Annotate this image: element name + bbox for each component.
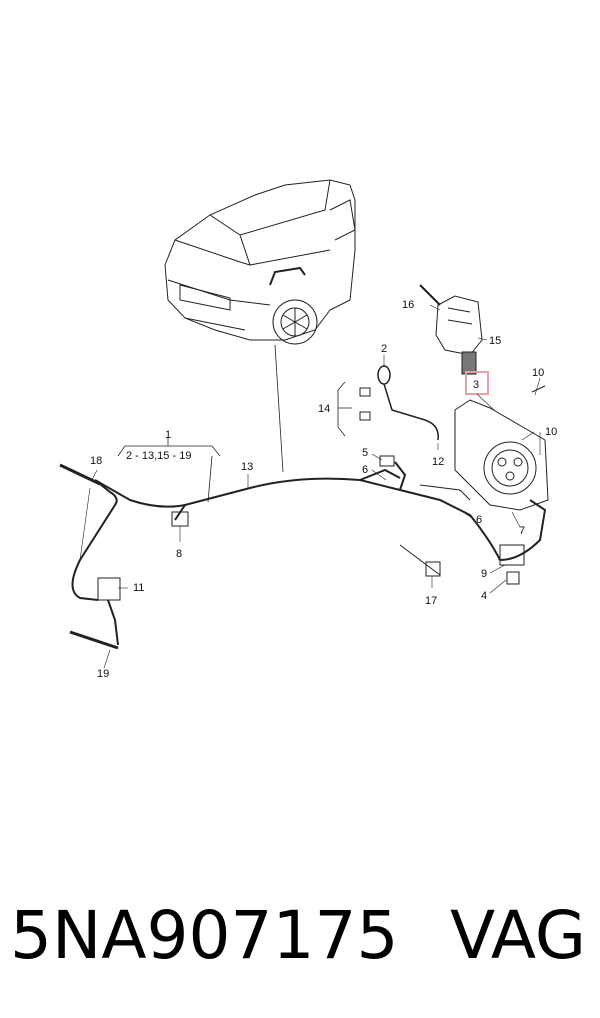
range-bracket: [117, 438, 221, 503]
callout-4: 4: [481, 590, 487, 602]
callout-8: 8: [176, 548, 182, 560]
callout-6b: 6: [476, 514, 482, 526]
callout-10a: 10: [532, 367, 544, 379]
callout-3: 3: [473, 379, 479, 391]
group-14-bracket: [337, 381, 352, 437]
callout-10b: 10: [545, 426, 557, 438]
callouts: 1 2 - 13,15 - 19 2 3 4 5 6 6 7 8 9 10 10…: [90, 299, 557, 680]
caption: 5NA907175 VAG: [0, 890, 600, 980]
car-illustration: [164, 179, 356, 345]
callout-15: 15: [489, 335, 501, 347]
part-2-cable: [377, 365, 439, 441]
charging-socket: [419, 399, 549, 511]
callout-14: 14: [318, 403, 330, 415]
callout-9: 9: [481, 568, 487, 580]
callout-19: 19: [97, 668, 109, 680]
callout-11: 11: [133, 582, 144, 594]
callout-12: 12: [432, 456, 444, 468]
callout-1-range: 2 - 13,15 - 19: [126, 450, 191, 462]
leader-lines: [79, 304, 541, 669]
callout-13: 13: [241, 461, 253, 473]
part-number: 5NA907175: [10, 896, 399, 974]
callout-7: 7: [519, 525, 525, 537]
callout-5: 5: [362, 447, 368, 459]
callout-1: 1: [165, 429, 171, 441]
callout-17: 17: [425, 595, 437, 607]
callout-18: 18: [90, 455, 102, 467]
callout-2: 2: [381, 343, 387, 355]
brand-label: VAG: [449, 896, 586, 974]
callout-6a: 6: [362, 464, 368, 476]
wiring-harness: [71, 461, 547, 646]
leader-line: [274, 344, 284, 473]
callout-16: 16: [402, 299, 414, 311]
lock-actuator: [419, 284, 483, 375]
